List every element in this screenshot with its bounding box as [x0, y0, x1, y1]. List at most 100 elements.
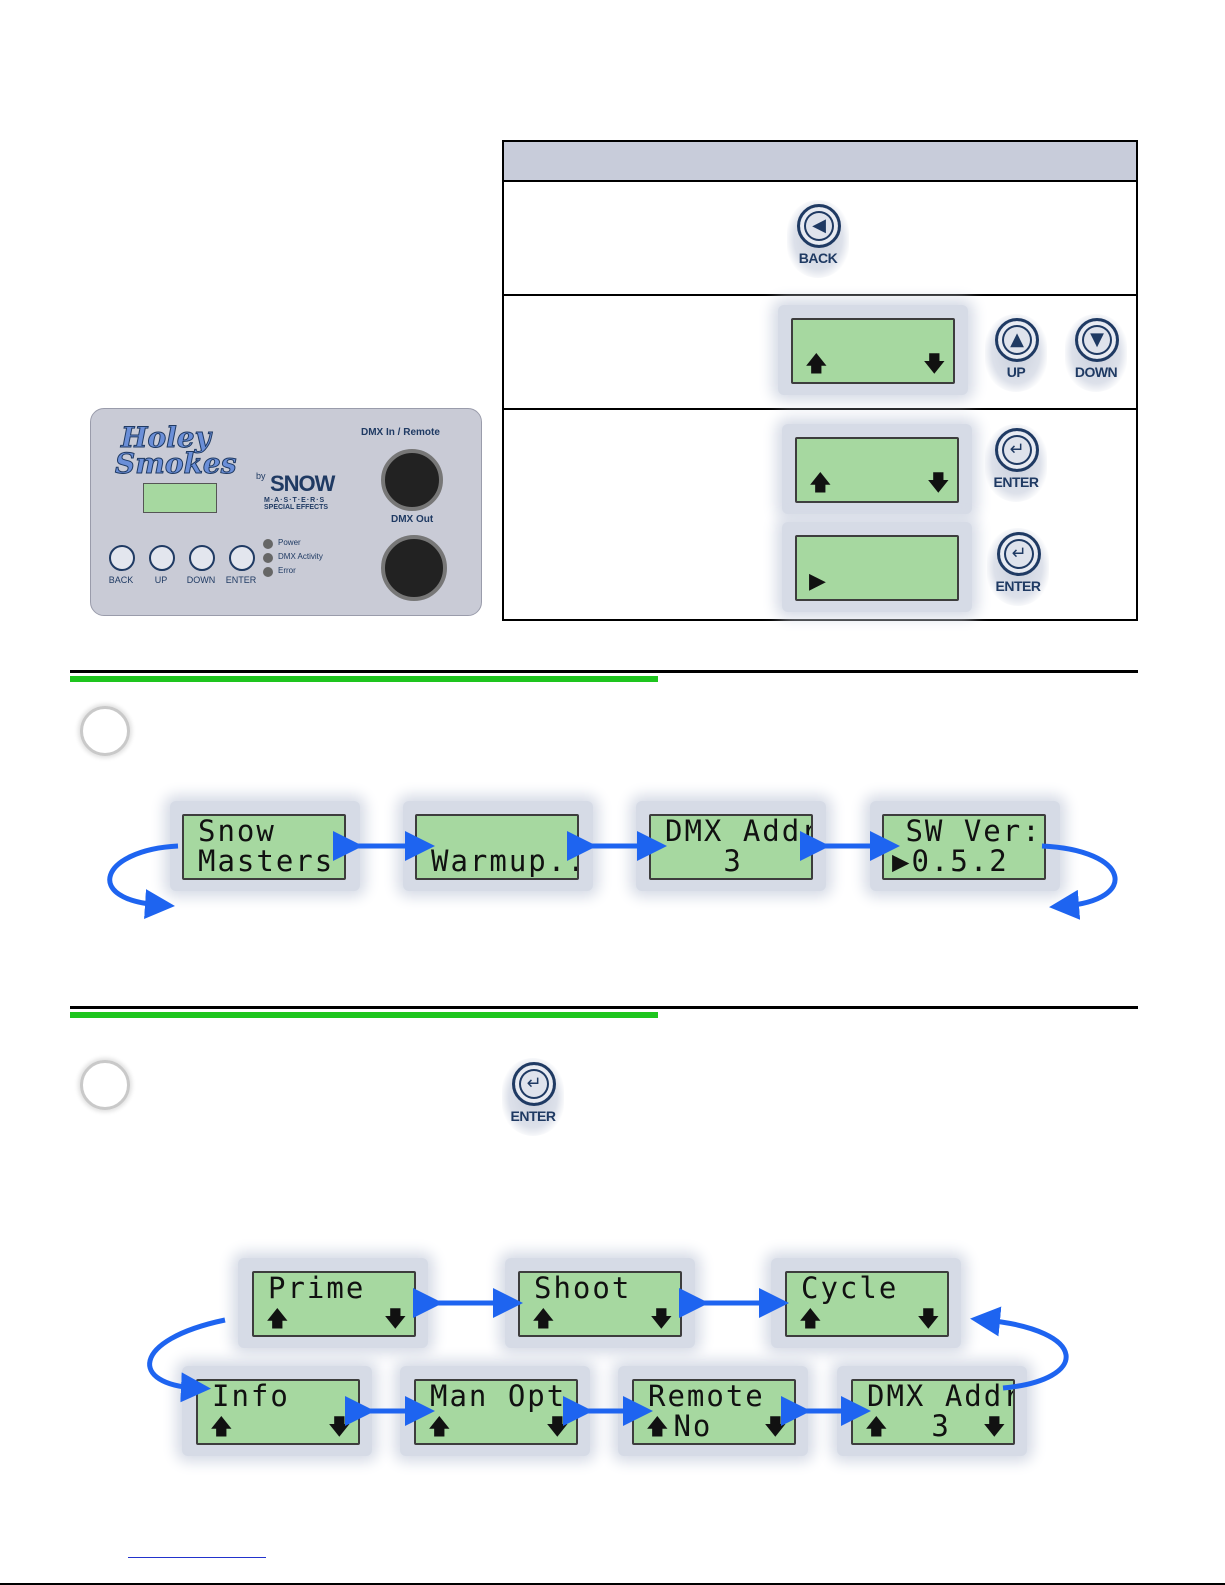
brand-logo: by SNOW M·A·S·T·E·R·S SPECIAL EFFECTS: [256, 471, 346, 511]
down-arrow-icon: 🡇: [650, 1307, 673, 1332]
play-icon: ▶: [809, 569, 826, 594]
menu-screen: Remote No 🡅 🡇: [632, 1379, 796, 1445]
dmx-in-connector[interactable]: [381, 449, 443, 511]
panel-back-button[interactable]: [109, 545, 135, 571]
enter-label: ENTER: [993, 474, 1039, 490]
loop-arrow-icon: [107, 843, 179, 919]
back-label: BACK: [798, 250, 838, 266]
down-button[interactable]: ▼ DOWN: [1065, 310, 1127, 394]
lcd-screen-select: ▶: [795, 535, 959, 601]
down-arrow-icon: 🡇: [917, 1307, 940, 1332]
lcd-line1: Info: [212, 1379, 290, 1413]
table-header: [504, 142, 1136, 182]
logo-line2: Smokes: [115, 447, 238, 480]
down-arrow-icon: 🡇: [546, 1415, 569, 1440]
step-circle: [80, 706, 130, 756]
step-circle: [80, 1060, 130, 1110]
lcd-screen-updown: 🡅 🡇: [791, 318, 955, 384]
brand-tag: SPECIAL EFFECTS: [264, 504, 329, 511]
button-table: [502, 140, 1138, 621]
panel-up-button[interactable]: [149, 545, 175, 571]
enter-button[interactable]: ↵ ENTER: [985, 420, 1047, 504]
back-button[interactable]: ◀ BACK: [787, 196, 849, 280]
enter-icon: ↵: [1009, 439, 1025, 460]
enter-icon: ↵: [1011, 543, 1027, 564]
lcd-screen-menu: 🡅 🡇: [795, 437, 959, 503]
enter-label: ENTER: [995, 578, 1041, 594]
up-icon: ▲: [1010, 329, 1024, 350]
up-arrow-icon: 🡅: [532, 1307, 555, 1332]
up-arrow-icon: 🡅: [266, 1307, 289, 1332]
lcd-line1: Prime: [268, 1271, 366, 1305]
menu-screen: Cycle 🡅 🡇: [785, 1271, 949, 1337]
lcd-line2: ▶0.5.2: [892, 844, 1009, 878]
down-arrow-icon: 🡇: [764, 1415, 787, 1440]
lcd-line2: Warmup..: [431, 844, 579, 878]
lcd-line1: Shoot: [534, 1271, 632, 1305]
footer-rule: [0, 1583, 1225, 1585]
up-arrow-icon: 🡅: [210, 1415, 233, 1440]
enter-icon: ↵: [526, 1073, 542, 1094]
down-arrow-icon: 🡇: [328, 1415, 351, 1440]
down-arrow-icon: 🡇: [983, 1415, 1006, 1440]
enter-button[interactable]: ↵ ENTER: [987, 524, 1049, 608]
brand-by: by: [256, 471, 266, 481]
back-icon: ◀: [812, 215, 826, 236]
logo-line1: Holey: [121, 421, 212, 454]
menu-screen: Prime 🡅 🡇: [252, 1271, 416, 1337]
up-arrow-icon: 🡅: [799, 1307, 822, 1332]
status-screen: DMX Addr 3: [649, 814, 813, 880]
table-rule: [504, 294, 1136, 296]
dmx-in-label: DMX In / Remote: [361, 427, 440, 438]
down-icon: ▼: [1090, 329, 1104, 350]
lcd-line1: Cycle: [801, 1271, 899, 1305]
up-arrow-icon: 🡅: [809, 471, 832, 496]
led-dmx-activity-label: DMX Activity: [278, 552, 323, 561]
section-rule-accent: [70, 676, 658, 682]
loop-arrow-icon: [147, 1317, 226, 1403]
dmx-out-label: DMX Out: [391, 514, 434, 525]
down-label: DOWN: [1074, 364, 1118, 380]
panel-up-label: UP: [154, 575, 168, 585]
lcd-line1: Snow: [198, 814, 276, 848]
menu-screen: DMX Addr 3 🡅 🡇: [851, 1379, 1015, 1445]
section-rule: [70, 1006, 1138, 1009]
section-rule: [70, 670, 1138, 673]
down-arrow-icon: 🡇: [927, 471, 950, 496]
panel-down-button[interactable]: [189, 545, 215, 571]
lcd-line1: DMX Addr: [867, 1379, 1015, 1413]
logo: Holey Smokes: [115, 421, 251, 478]
brand-sub: M·A·S·T·E·R·S: [264, 497, 326, 504]
led-error: [263, 567, 273, 577]
menu-screen: Info 🡅 🡇: [196, 1379, 360, 1445]
lcd-line1: Man Opt: [430, 1379, 567, 1413]
table-rule: [504, 408, 1136, 410]
status-screen: Snow Masters: [182, 814, 346, 880]
status-screen: SW Ver: ▶0.5.2: [882, 814, 1046, 880]
panel-back-label: BACK: [108, 575, 134, 585]
dmx-out-connector[interactable]: [381, 535, 447, 601]
footer-link-underline[interactable]: [128, 1557, 266, 1558]
lcd-line2: No: [654, 1409, 713, 1443]
enter-label: ENTER: [510, 1108, 556, 1124]
enter-button[interactable]: ↵ ENTER: [502, 1054, 564, 1138]
down-arrow-icon: 🡇: [923, 352, 946, 377]
loop-arrow-icon: [970, 1306, 1069, 1391]
control-panel: Holey Smokes by SNOW M·A·S·T·E·R·S SPECI…: [90, 408, 482, 616]
led-power-label: Power: [278, 538, 301, 547]
menu-screen: Shoot 🡅 🡇: [518, 1271, 682, 1337]
loop-arrow-icon: [1041, 843, 1118, 920]
brand-name: SNOW: [269, 471, 335, 496]
status-screen: Warmup..: [415, 814, 579, 880]
menu-screen: Man Opt 🡅 🡇: [414, 1379, 578, 1445]
panel-down-label: DOWN: [186, 575, 216, 585]
up-button[interactable]: ▲ UP: [985, 310, 1047, 394]
led-error-label: Error: [278, 566, 296, 575]
lcd-line1: SW Ver:: [886, 814, 1042, 848]
panel-enter-button[interactable]: [229, 545, 255, 571]
lcd-line2: 3: [873, 1409, 951, 1443]
led-dmx-activity: [263, 553, 273, 563]
down-arrow-icon: 🡇: [384, 1307, 407, 1332]
lcd-line1: Remote: [648, 1379, 765, 1413]
